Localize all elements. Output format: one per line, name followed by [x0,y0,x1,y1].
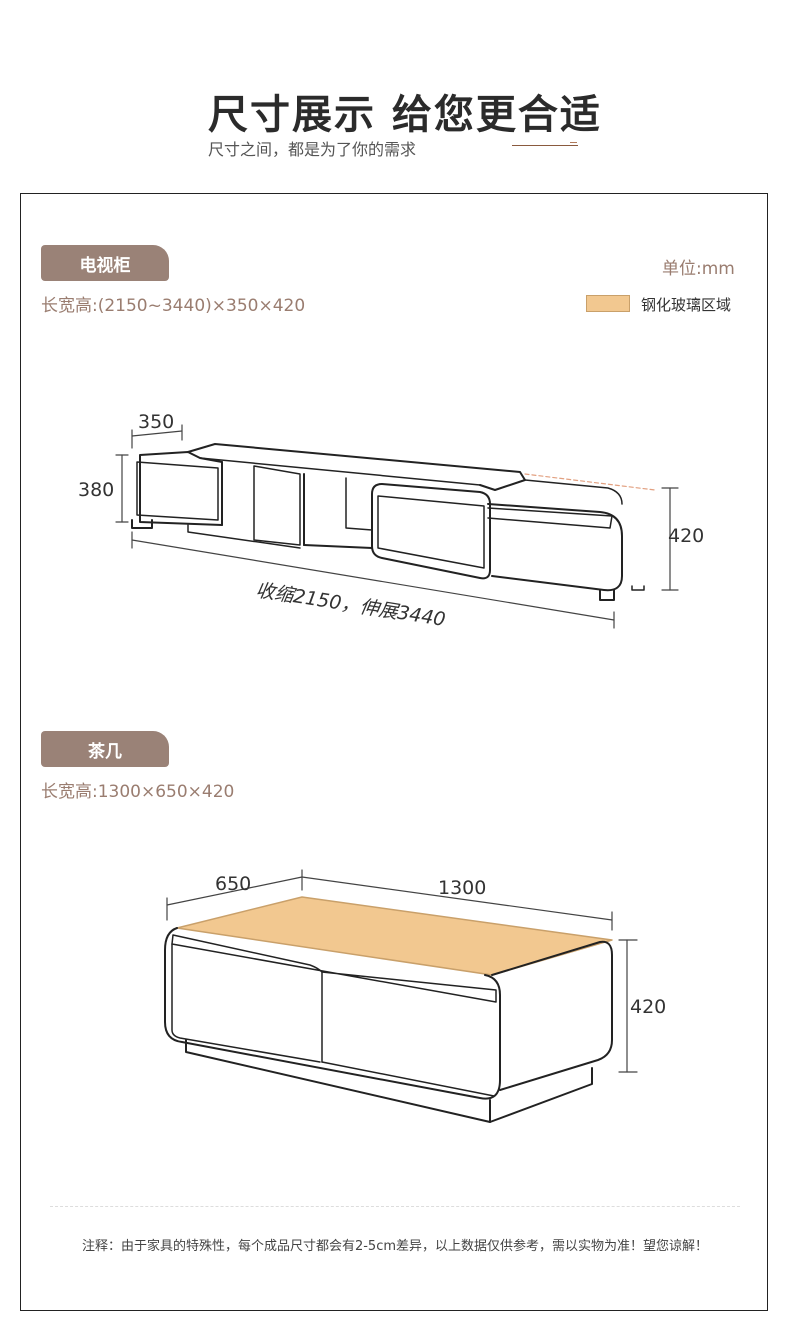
page-title: 尺寸展示 给您更合适 [208,92,602,138]
coffee-table-dimensions: 长宽高:1300×650×420 [41,782,235,802]
tv-cabinet-drawing [131,443,645,601]
tv-cabinet-badge: 电视柜 [41,245,169,281]
footnote: 注释：由于家具的特殊性，每个成品尺寸都会有2-5cm差异，以上数据仅供参考，需以… [81,1239,709,1254]
page-subtitle: 尺寸之间，都是为了你的需求 [208,140,417,159]
title-divider-accent [570,142,577,143]
table-length-label: 1300 [438,877,486,899]
table-height-label: 420 [630,996,666,1018]
coffee-table-badge: 茶几 [41,731,169,767]
tv-depth-label: 350 [138,411,174,433]
glass-legend-label: 钢化玻璃区域 [641,296,732,314]
content-frame [20,193,768,1311]
coffee-table-drawing [164,896,613,1123]
glass-legend-swatch [586,295,630,312]
table-depth-label: 650 [215,873,251,895]
tv-height-label: 420 [668,525,704,547]
footnote-divider [50,1206,740,1207]
tv-side-height-label: 380 [78,479,114,501]
unit-label: 单位:mm [662,259,735,279]
tv-cabinet-dimensions: 长宽高:(2150~3440)×350×420 [41,296,306,316]
title-divider [512,145,578,146]
